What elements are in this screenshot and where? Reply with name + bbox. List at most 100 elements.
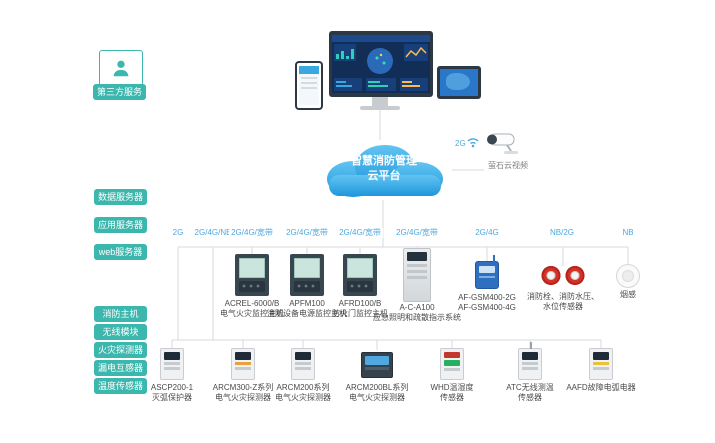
device-label: AFRD100/B 防火门监控主机 [308, 299, 412, 319]
device-label-line: 水位传感器 [543, 302, 583, 311]
network-label: 2G/4G/NB [192, 228, 234, 238]
third-party-icon-box [99, 50, 143, 86]
cloud-title-line2: 云平台 [367, 170, 401, 182]
tag-data-server: 数据服务器 [94, 189, 147, 205]
tag-leakage-ct: 漏电互感器 [94, 360, 147, 376]
tag-fire-detector: 火灾探测器 [94, 342, 147, 358]
network-label: NB/2G [547, 228, 577, 238]
network-label: 2G/4G [473, 228, 501, 238]
device-label-line: 电气火灾探测器 [215, 393, 271, 402]
meter-screen [444, 360, 460, 366]
meter-row [522, 367, 538, 370]
meter-row [235, 362, 251, 365]
device-label-line: ARCM200系列 [276, 383, 330, 392]
device-label-line: A-C-A100 [399, 303, 435, 312]
meter-row [295, 362, 311, 365]
cloud-platform: 智慧消防管理 云平台 [313, 135, 455, 203]
network-label: 2G [170, 228, 186, 238]
panel-keypad [347, 281, 373, 292]
meter-row [164, 367, 180, 370]
device-label-line: 传感器 [440, 393, 464, 402]
panel-keypad [239, 281, 265, 292]
device-label-line: WHD温湿度 [430, 383, 474, 392]
device-label: ASCP200-1 灭弧保护器 [120, 383, 224, 403]
wifi-icon [467, 138, 479, 148]
device-label-line: 传感器 [518, 393, 542, 402]
device-whd [440, 348, 464, 380]
cabinet-slot [407, 270, 427, 273]
device-aca100-cabinet [403, 248, 431, 302]
device-label-line: APFM100 [289, 299, 325, 308]
meter-screen [235, 352, 251, 360]
tag-web-server: web服务器 [94, 244, 147, 260]
dashboard-screen [332, 35, 430, 93]
device-label: ATC无线测温 传感器 [478, 383, 582, 403]
phone-app-row [301, 87, 317, 89]
device-label: ARCM200BL系列 电气火灾探测器 [325, 383, 429, 403]
meter-row [593, 362, 609, 365]
meter-screen [295, 352, 311, 360]
device-label: WHD温湿度 传感器 [400, 383, 504, 403]
tag-app-server: 应用服务器 [94, 217, 147, 233]
device-label-line: 电气火灾监控主机 [220, 309, 284, 318]
gateway-led [479, 276, 495, 278]
tag-wireless-module: 无线模块 [94, 324, 147, 340]
meter-row [593, 367, 609, 370]
device-label: A-C-A100 应急照明和疏散指示系统 [365, 303, 469, 323]
person-icon [113, 60, 129, 77]
phone-app-header [299, 66, 319, 74]
device-label-line: ATC无线测温 [506, 383, 554, 392]
device-label: 烟感 [576, 290, 680, 300]
panel-screen [294, 258, 320, 278]
device-label-line: 消防栓、消防水压、 [527, 292, 599, 301]
device-label-line: AFRD100/B [338, 299, 382, 308]
device-hydrant-sensors [541, 266, 585, 285]
device-label-line: 电气火灾探测器 [349, 393, 405, 402]
device-label-line: 灭弧保护器 [152, 393, 192, 402]
device-acrel6000 [235, 254, 269, 296]
phone-screen [299, 66, 319, 105]
device-label-line: ARCM300-Z系列 [212, 383, 274, 392]
network-label: 2G/4G/宽带 [229, 228, 275, 238]
meter-row [444, 368, 460, 371]
camera-icon [487, 133, 518, 154]
gateway-screen [479, 266, 495, 273]
device-atc [518, 342, 542, 380]
network-label: 2G/4G/宽带 [337, 228, 383, 238]
device-label: APFM100 消防设备电源监控主机 [255, 299, 359, 319]
device-label-line: 防火门监控主机 [332, 309, 388, 318]
device-label-line: 消防设备电源监控主机 [267, 309, 347, 318]
device-label: 消防栓、消防水压、 水位传感器 [511, 292, 615, 312]
phone-app-row [301, 77, 317, 79]
monitor-base [360, 106, 400, 110]
device-aafd [589, 348, 613, 380]
meter-screen [522, 352, 538, 360]
device-label-line: AAFD故障电弧电器 [566, 383, 636, 392]
device-afgsm400-gateway [475, 255, 499, 289]
panel-screen [347, 258, 373, 278]
device-label: AAFD故障电弧电器 [549, 383, 653, 393]
device-label-line: 电气火灾探测器 [275, 393, 331, 402]
tablet-mockup [437, 66, 481, 99]
device-label: AF-GSM400-2G AF-GSM400-4G [435, 293, 539, 313]
cloud-title-line1: 智慧消防管理 [351, 155, 417, 167]
tablet-screen [440, 69, 478, 96]
device-smoke-detector [616, 264, 640, 288]
device-arcm200bl [361, 352, 393, 378]
tag-temperature-sensor: 温度传感器 [94, 378, 147, 394]
cloud-title: 智慧消防管理 云平台 [313, 154, 455, 184]
cabinet-slot [407, 264, 427, 267]
camera-label: 萤石云视频 [488, 161, 528, 170]
device-label-line: AF-GSM400-2G [458, 293, 516, 302]
device-label-line: ASCP200-1 [150, 383, 194, 392]
meter-screen [593, 352, 609, 360]
device-arcm200 [291, 348, 315, 380]
tag-fire-host: 消防主机 [94, 306, 147, 322]
device-afrd100 [343, 254, 377, 296]
cabinet-slot [407, 276, 427, 279]
network-label: NB [620, 228, 636, 238]
monitor-stand [372, 97, 388, 106]
meter-screen [365, 356, 389, 365]
device-ascp200 [160, 348, 184, 380]
